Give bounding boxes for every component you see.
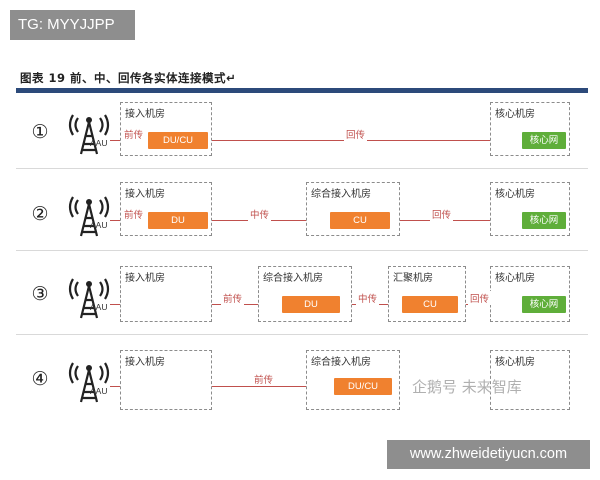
backhaul-label: 回传 xyxy=(468,291,492,305)
backhaul-label: 回传 xyxy=(430,207,454,221)
figure-caption: 图表 19 前、中、回传各实体连接模式↵ xyxy=(20,71,237,85)
cu-node: CU xyxy=(402,296,458,313)
room-label: 核心机房 xyxy=(495,357,535,368)
room-label: 接入机房 xyxy=(125,109,165,120)
caption-bar xyxy=(16,88,588,93)
source-tag: TG: MYYJJPP xyxy=(10,10,135,40)
antenna-tower-icon xyxy=(68,196,110,237)
aau-label: AAU xyxy=(90,386,108,396)
room-label: 核心机房 xyxy=(495,273,535,284)
room-label: 接入机房 xyxy=(125,357,165,368)
antenna-tower-icon xyxy=(68,278,110,319)
row-divider xyxy=(16,168,588,169)
core-room: 核心机房 xyxy=(490,350,570,410)
midhaul-label: 中传 xyxy=(248,207,272,221)
fronthaul-label: 前传 xyxy=(122,207,146,221)
access-room: 接入机房 xyxy=(120,266,212,322)
backhaul-label: 回传 xyxy=(344,127,368,141)
room-label: 接入机房 xyxy=(125,189,165,200)
cu-node: CU xyxy=(330,212,390,229)
midhaul-label: 中传 xyxy=(356,291,380,305)
transport-line xyxy=(110,386,370,387)
row-number: ① xyxy=(31,121,49,143)
core-network-node: 核心网 xyxy=(522,296,566,313)
room-label: 核心机房 xyxy=(495,189,535,200)
fronthaul-label: 前传 xyxy=(122,127,146,141)
row-number: ④ xyxy=(31,368,49,390)
du-node: DU xyxy=(282,296,340,313)
core-room: 核心机房 xyxy=(490,266,570,322)
aau-label: AAU xyxy=(90,220,108,230)
row-number: ③ xyxy=(31,283,49,305)
room-label: 综合接入机房 xyxy=(311,189,371,200)
row-divider xyxy=(16,334,588,335)
access-room: 接入机房 xyxy=(120,350,212,410)
room-label: 接入机房 xyxy=(125,273,165,284)
integrated-access-room: 综合接入机房 xyxy=(258,266,352,322)
watermark: 企鹅号 未来智库 xyxy=(412,378,522,396)
core-network-node: 核心网 xyxy=(522,212,566,229)
row-number: ② xyxy=(31,203,49,225)
room-label: 核心机房 xyxy=(495,109,535,120)
room-label: 汇聚机房 xyxy=(393,273,433,284)
du-node: DU xyxy=(148,212,208,229)
connection-mode-figure: 图表 19 前、中、回传各实体连接模式↵ ① AAU 接入机房 DU/CU 核心… xyxy=(16,66,588,412)
antenna-tower-icon xyxy=(68,362,110,403)
fronthaul-label: 前传 xyxy=(252,372,276,386)
aau-label: AAU xyxy=(90,302,108,312)
room-label: 综合接入机房 xyxy=(311,357,371,368)
aau-label: AAU xyxy=(90,138,108,148)
du-cu-node: DU/CU xyxy=(148,132,208,149)
room-label: 综合接入机房 xyxy=(263,273,323,284)
transport-line xyxy=(110,140,566,141)
core-network-node: 核心网 xyxy=(522,132,566,149)
fronthaul-label: 前传 xyxy=(221,291,245,305)
aggregation-room: 汇聚机房 xyxy=(388,266,466,322)
du-cu-node: DU/CU xyxy=(334,378,392,395)
antenna-tower-icon xyxy=(68,114,110,155)
row-divider xyxy=(16,250,588,251)
site-url: www.zhweidetiyucn.com xyxy=(387,440,590,469)
